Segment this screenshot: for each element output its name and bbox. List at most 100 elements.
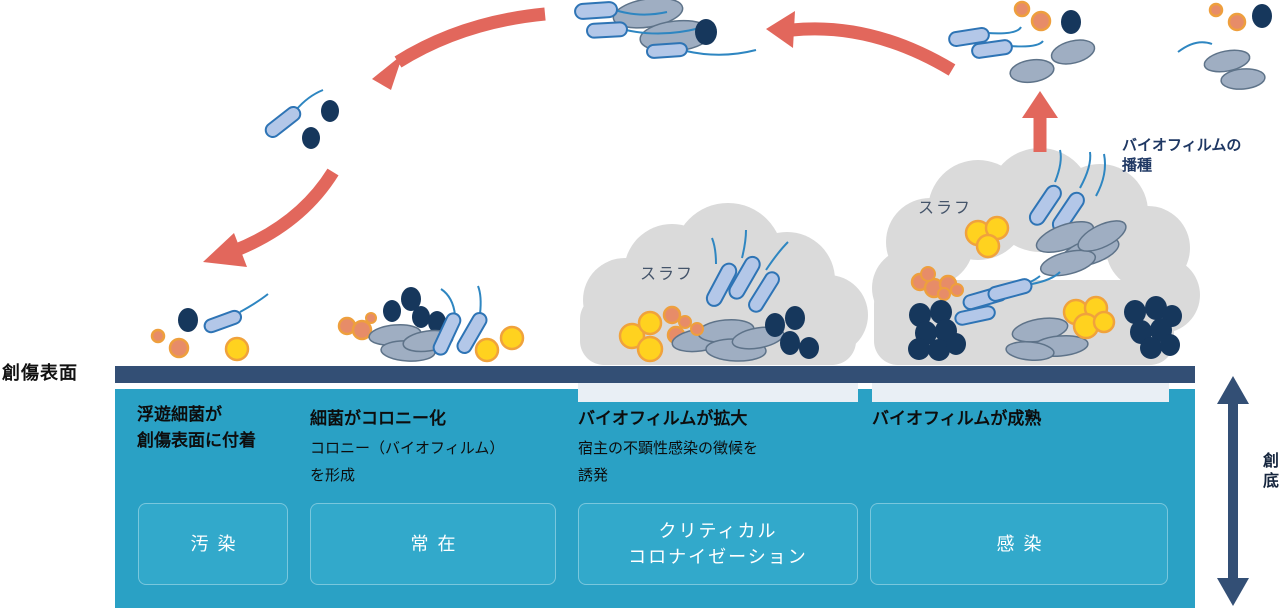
slough-label: スラフ: [918, 200, 973, 217]
navy-coccus-icon: [383, 300, 401, 322]
navy-coccus-icon: [428, 311, 446, 333]
navy-coccus-icon: [946, 333, 966, 355]
planktonic-bacteria-group: [948, 0, 1096, 84]
wound-surface-bar: [115, 366, 1195, 383]
stage-1-description: 浮遊細菌が 創傷表面に付着: [137, 402, 307, 455]
orange-coccus-icon: [938, 274, 958, 294]
stage-3-description: バイオフィルムが拡大 宿主の不顕性感染の徴候を 誘発: [578, 406, 858, 489]
rod-bacterium-icon: [728, 255, 761, 300]
biofilm-seeding-label: バイオフィルムの 播種: [1122, 137, 1242, 175]
navy-coccus-icon: [765, 313, 785, 337]
rod-bacterium-icon: [748, 271, 780, 313]
orange-coccus-icon: [365, 312, 377, 324]
navy-coccus-icon: [1124, 300, 1146, 324]
stage-1-heading: 浮遊細菌が 創傷表面に付着: [137, 405, 256, 451]
navy-coccus-icon: [1160, 334, 1180, 356]
stage-box-contamination: 汚染: [138, 503, 288, 585]
mature-biofilm-bacteria-group: [908, 149, 1182, 361]
biofilm-bacteria-group: [618, 229, 819, 363]
flagellum-icon: [239, 293, 269, 313]
navy-coccus-icon: [1061, 10, 1081, 34]
rod-bacterium-icon: [574, 1, 619, 20]
navy-coccus-icon: [1252, 4, 1272, 28]
orange-coccus-icon: [1227, 12, 1247, 32]
orange-coccus-icon: [690, 322, 704, 336]
slough-cloud-icon: [580, 203, 868, 365]
flagellum-icon: [1009, 40, 1044, 48]
navy-coccus-icon: [909, 303, 931, 327]
orange-coccus-icon: [150, 328, 166, 344]
navy-coccus-icon: [908, 338, 930, 360]
navy-coccus-icon: [780, 331, 800, 355]
stage-2-description: 細菌がコロニー化 コロニー（バイオフィルム） を形成: [310, 406, 560, 489]
planktonic-bacteria-group: [264, 89, 339, 149]
orange-coccus-icon: [168, 337, 190, 359]
flagellum-icon: [741, 229, 747, 259]
slough-label: スラフ: [640, 266, 695, 283]
orange-coccus-icon: [1030, 10, 1052, 32]
orange-coccus-icon: [923, 277, 945, 299]
flagellum-icon: [685, 49, 757, 56]
rod-bacterium-icon: [586, 21, 628, 39]
navy-coccus-icon: [935, 319, 957, 343]
yellow-coccus-icon: [984, 215, 1010, 241]
yellow-coccus-icon: [1092, 310, 1116, 334]
stage-4-heading: バイオフィルムが成熟: [872, 409, 1042, 428]
stage-4-description: バイオフィルムが成熟: [872, 406, 1172, 432]
yellow-coccus-icon: [637, 310, 663, 336]
orange-coccus-icon: [950, 283, 964, 297]
flagellum-icon: [1095, 153, 1106, 197]
navy-coccus-icon: [1145, 296, 1167, 320]
navy-coccus-icon: [1150, 318, 1172, 342]
rod-bacterium-icon: [1051, 191, 1085, 233]
flagellum-icon: [625, 27, 701, 35]
stage-3-heading: バイオフィルムが拡大: [578, 409, 748, 428]
orange-coccus-icon: [666, 325, 686, 345]
navy-coccus-icon: [412, 306, 430, 328]
yellow-coccus-icon: [636, 335, 664, 363]
biofilm-base-strip: [872, 383, 1169, 402]
flagellum-icon: [440, 288, 456, 316]
stage-3-body: 宿主の不顕性感染の徴候を 誘発: [578, 440, 759, 484]
rod-bacterium-icon: [203, 309, 243, 334]
orange-coccus-icon: [351, 319, 373, 341]
flagellum-icon: [295, 89, 324, 111]
planktonic-bacteria-group: [574, 0, 757, 59]
biofilm-base-strip: [578, 383, 858, 402]
yellow-coccus-icon: [224, 336, 250, 362]
flagellum-icon: [711, 237, 717, 265]
navy-coccus-icon: [321, 100, 339, 122]
flagellum-icon: [1007, 275, 1041, 291]
rod-bacterium-icon: [645, 42, 688, 59]
stage-box-critical-colonisation: クリティカル コロナイゼーション: [578, 503, 858, 585]
yellow-coccus-icon: [975, 233, 1001, 259]
attaching-bacteria-group: [150, 293, 269, 362]
orange-coccus-icon: [1013, 0, 1031, 18]
rod-bacterium-icon: [705, 262, 738, 307]
rod-bacterium-icon: [1028, 184, 1062, 226]
rod-bacterium-icon: [456, 312, 488, 354]
flagellum-icon: [986, 26, 1022, 35]
yellow-coccus-icon: [964, 219, 992, 247]
orange-coccus-icon: [662, 305, 682, 325]
stage-2-body: コロニー（バイオフィルム） を形成: [310, 440, 505, 484]
yellow-coccus-icon: [1083, 295, 1109, 321]
navy-coccus-icon: [785, 306, 805, 330]
yellow-coccus-icon: [499, 325, 525, 351]
yellow-coccus-icon: [618, 322, 646, 350]
flagellum-icon: [614, 9, 668, 16]
navy-coccus-icon: [1140, 337, 1162, 359]
flagellum-icon: [1177, 41, 1213, 53]
yellow-coccus-icon: [1072, 312, 1100, 340]
stage-2-heading: 細菌がコロニー化: [310, 409, 446, 428]
yellow-coccus-icon: [1062, 298, 1090, 326]
rod-bacterium-icon: [432, 312, 462, 356]
orange-coccus-icon: [337, 316, 357, 336]
flagellum-icon: [1031, 271, 1061, 285]
stage-box-colonisation: 常在: [310, 503, 556, 585]
cycle-arrowhead-icon: [203, 11, 1058, 267]
navy-coccus-icon: [695, 19, 717, 45]
navy-coccus-icon: [1162, 305, 1182, 327]
navy-coccus-icon: [302, 127, 320, 149]
wound-bed-label: 創底: [1260, 452, 1277, 492]
